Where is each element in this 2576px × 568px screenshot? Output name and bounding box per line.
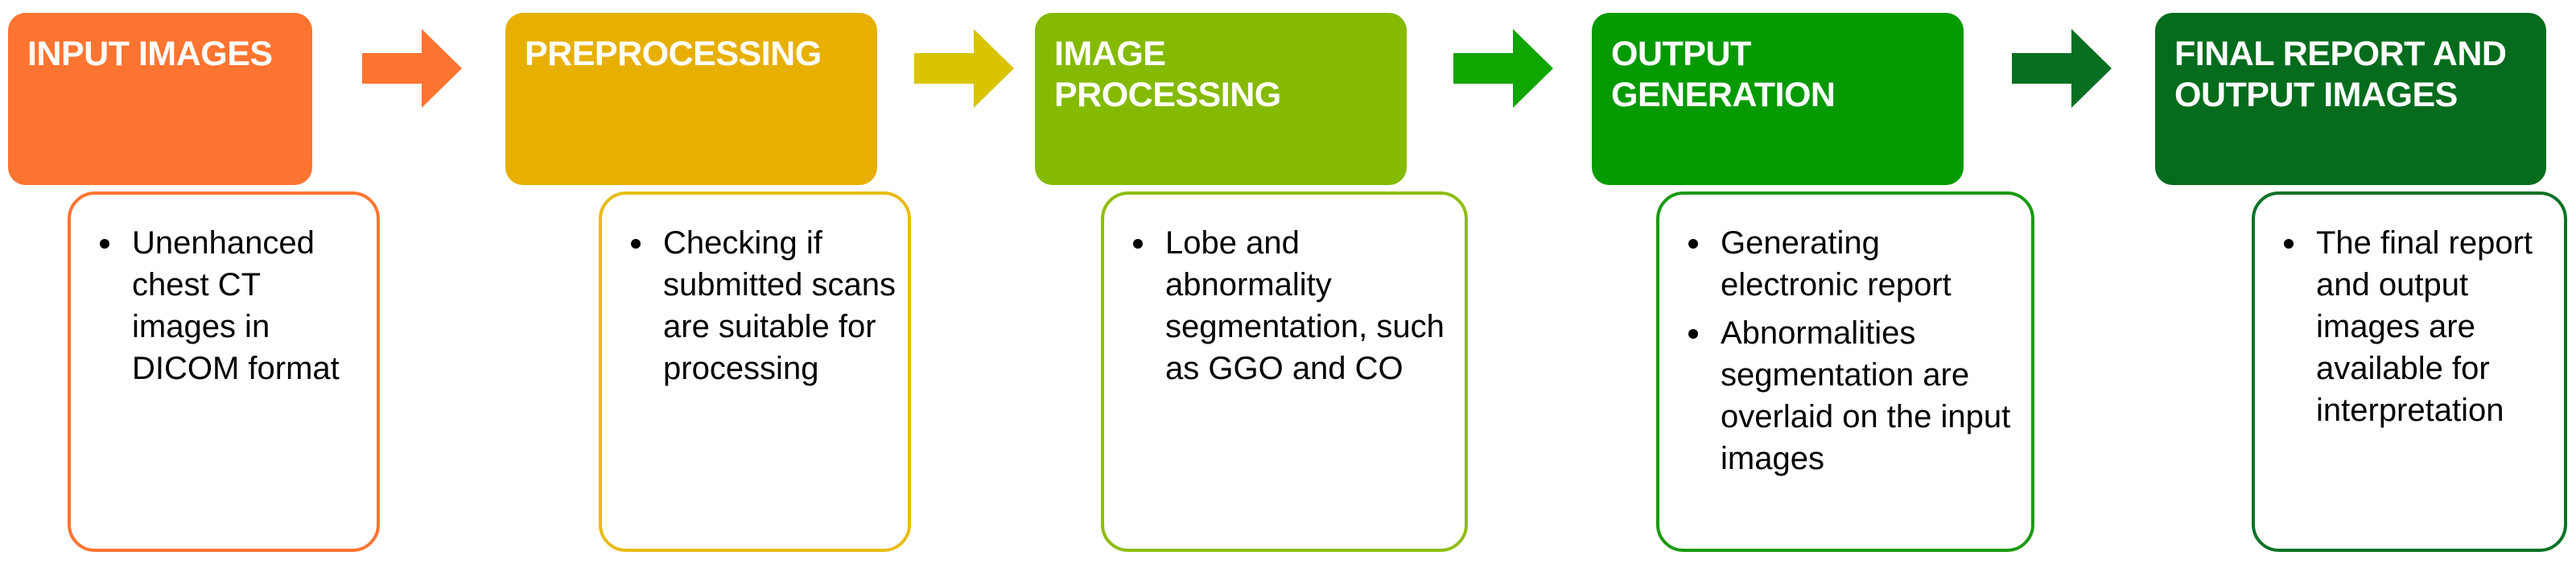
bullet-dot: [1688, 329, 1698, 339]
stage-title: INPUT IMAGES: [27, 35, 273, 73]
bullet-dot: [631, 239, 641, 249]
stage-title: OUTPUT GENERATION: [1611, 35, 1836, 114]
flow-arrow-icon: [362, 29, 462, 108]
bullet-dot: [1688, 239, 1698, 249]
bullet-list: Unenhanced chest CT images in DICOM form…: [95, 222, 367, 396]
flow-arrow-icon: [1453, 29, 1553, 108]
stage-preprocessing: PREPROCESSING: [505, 13, 877, 185]
bullet-list: Checking if submitted scans are suitable…: [626, 222, 898, 396]
bullet-item: The final report and output images are a…: [2279, 222, 2554, 431]
stage-output-generation: OUTPUT GENERATION: [1592, 13, 1964, 185]
bullet-item: Generating electronic report: [1684, 222, 2022, 306]
stage-final-report: FINAL REPORT AND OUTPUT IMAGES: [2155, 13, 2546, 185]
detail-box-preprocessing: Checking if submitted scans are suitable…: [599, 191, 911, 552]
detail-box-final-report: The final report and output images are a…: [2252, 191, 2567, 552]
bullet-item: Unenhanced chest CT images in DICOM form…: [95, 222, 367, 389]
bullet-dot: [2284, 239, 2294, 249]
bullet-item: Abnormalities segmentation are overlaid …: [1684, 312, 2022, 480]
bullet-dot: [1133, 239, 1143, 249]
bullet-item: Checking if submitted scans are suitable…: [626, 222, 898, 389]
flow-arrow-shape: [1453, 29, 1553, 108]
flow-arrow-shape: [362, 29, 462, 108]
flow-arrow-icon: [914, 29, 1014, 108]
bullet-dot: [100, 239, 109, 249]
detail-box-image-processing: Lobe and abnormality segmentation, such …: [1101, 191, 1468, 552]
flow-arrow-shape: [2012, 29, 2112, 108]
bullet-item: Lobe and abnormality segmentation, such …: [1128, 222, 1455, 389]
bullet-list: Lobe and abnormality segmentation, such …: [1128, 222, 1455, 396]
stage-image-processing: IMAGE PROCESSING: [1035, 13, 1407, 185]
detail-box-input-images: Unenhanced chest CT images in DICOM form…: [68, 191, 380, 552]
stage-input-images: INPUT IMAGES: [8, 13, 312, 185]
stage-title: IMAGE PROCESSING: [1054, 35, 1281, 114]
stage-title: PREPROCESSING: [525, 35, 822, 73]
bullet-list: Generating electronic report Abnormaliti…: [1684, 222, 2022, 486]
bullet-list: The final report and output images are a…: [2279, 222, 2554, 438]
stage-title: FINAL REPORT AND OUTPUT IMAGES: [2174, 35, 2507, 114]
flow-arrow-shape: [914, 29, 1014, 108]
flow-arrow-icon: [2012, 29, 2112, 108]
detail-box-output-generation: Generating electronic report Abnormaliti…: [1656, 191, 2034, 552]
